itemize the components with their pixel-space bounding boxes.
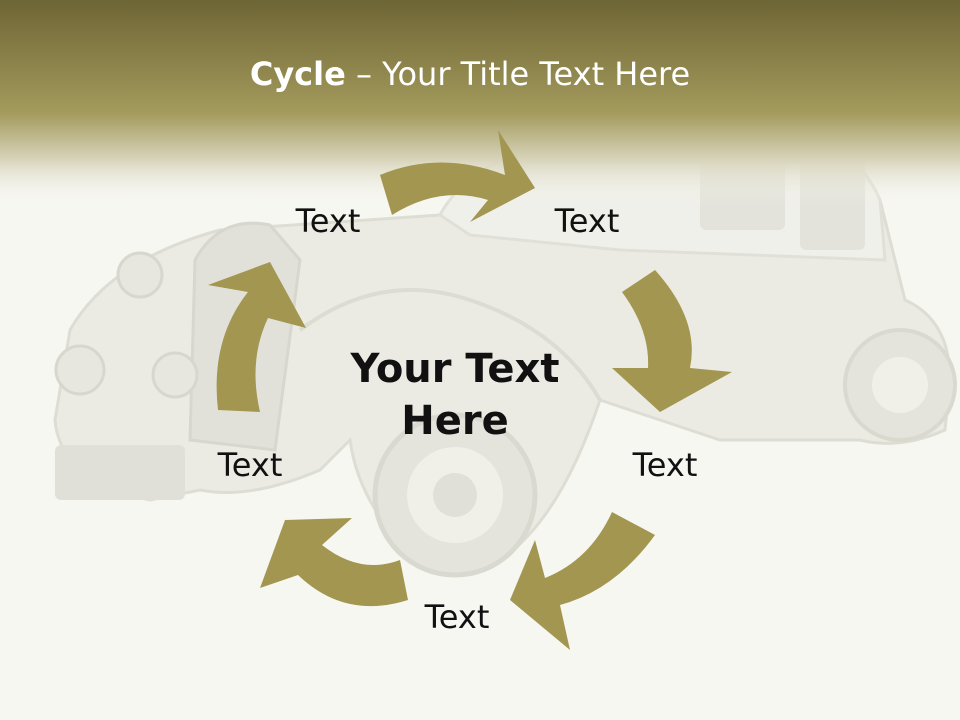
cycle-node-label-5: Text	[217, 446, 283, 484]
cycle-node-label-3: Text	[632, 446, 698, 484]
cycle-node-label-4: Text	[424, 598, 490, 636]
slide-title: Cycle – Your Title Text Here	[0, 52, 940, 96]
cycle-node-label-2: Text	[554, 202, 620, 240]
cycle-arrow-4	[260, 518, 408, 607]
cycle-arrow-5	[208, 262, 306, 412]
cycle-node-label-1: Text	[295, 202, 361, 240]
cycle-arrow-1	[380, 130, 535, 222]
center-text: Your Text Here	[315, 343, 595, 447]
title-rest-part: – Your Title Text Here	[345, 55, 691, 93]
center-text-line-2: Here	[401, 398, 509, 444]
center-text-line-1: Your Text	[350, 346, 560, 392]
cycle-arrow-2	[612, 270, 732, 412]
cycle-arrow-3	[510, 512, 655, 650]
title-bold-part: Cycle	[249, 55, 346, 93]
